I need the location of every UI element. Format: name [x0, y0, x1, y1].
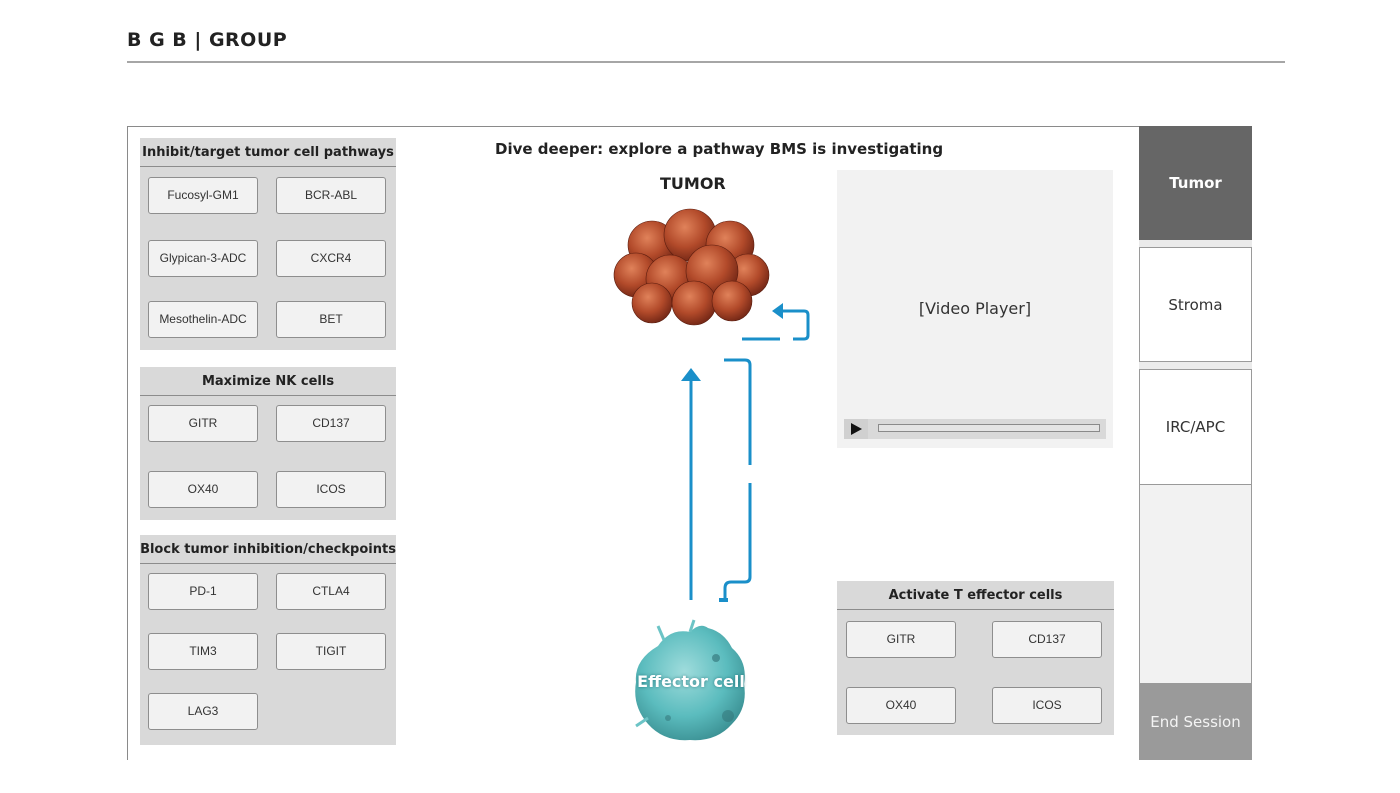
page-heading: Dive deeper: explore a pathway BMS is in… [495, 140, 944, 158]
play-icon[interactable] [844, 419, 868, 439]
end-session-button[interactable]: End Session [1139, 683, 1252, 760]
panel-title: Block tumor inhibition/checkpoints [140, 535, 396, 564]
pathway-button-tim3[interactable]: TIM3 [148, 633, 258, 670]
pathway-button-icos[interactable]: ICOS [992, 687, 1102, 724]
pathway-button-pd-1[interactable]: PD-1 [148, 573, 258, 610]
video-placeholder-label: [Video Player] [918, 299, 1032, 318]
header-divider [127, 61, 1285, 63]
pathway-button-gitr[interactable]: GITR [846, 621, 956, 658]
video-player[interactable]: [Video Player] [837, 170, 1113, 448]
content-frame [127, 126, 1139, 760]
pathway-button-lag3[interactable]: LAG3 [148, 693, 258, 730]
panel-title: Activate T effector cells [837, 581, 1114, 610]
pathway-button-cxcr4[interactable]: CXCR4 [276, 240, 386, 277]
pathway-button-fucosyl-gm1[interactable]: Fucosyl-GM1 [148, 177, 258, 214]
category-sidebar: Tumor Stroma IRC/APC End Session [1139, 126, 1252, 760]
tab-stroma[interactable]: Stroma [1139, 247, 1252, 362]
pathway-button-cd137[interactable]: CD137 [276, 405, 386, 442]
pathway-button-glypican-3-adc[interactable]: Glypican-3-ADC [148, 240, 258, 277]
tab-tumor[interactable]: Tumor [1139, 126, 1252, 240]
tumor-label: TUMOR [660, 174, 726, 193]
tab-label: IRC/APC [1165, 418, 1226, 436]
panel-title: Maximize NK cells [140, 367, 396, 396]
panel-activate-t-effector-cells: Activate T effector cells GITR CD137 OX4… [837, 581, 1114, 735]
pathway-button-gitr[interactable]: GITR [148, 405, 258, 442]
video-controls [844, 419, 1106, 439]
pathway-button-icos[interactable]: ICOS [276, 471, 386, 508]
pathway-button-ox40[interactable]: OX40 [846, 687, 956, 724]
pathway-button-mesothelin-adc[interactable]: Mesothelin-ADC [148, 301, 258, 338]
panel-inhibit-tumor-pathways: Inhibit/target tumor cell pathways Fucos… [140, 138, 396, 350]
pathway-button-tigit[interactable]: TIGIT [276, 633, 386, 670]
tab-label: Tumor [1169, 174, 1222, 192]
brand-logo: B G B | GROUP [127, 29, 288, 51]
sidebar-empty-space [1139, 484, 1252, 683]
pathway-button-ox40[interactable]: OX40 [148, 471, 258, 508]
panel-maximize-nk-cells: Maximize NK cells GITR CD137 OX40 ICOS [140, 367, 396, 520]
tab-label: Stroma [1168, 295, 1223, 314]
effector-cell-image[interactable] [628, 618, 754, 746]
video-seek-bar[interactable] [878, 424, 1100, 432]
effector-cell-label: Effector cell [637, 672, 745, 691]
tab-irc-apc[interactable]: IRC/APC [1139, 369, 1252, 485]
pathway-button-ctla4[interactable]: CTLA4 [276, 573, 386, 610]
pathway-button-bcr-abl[interactable]: BCR-ABL [276, 177, 386, 214]
pathway-button-bet[interactable]: BET [276, 301, 386, 338]
end-session-label: End Session [1150, 712, 1241, 731]
panel-block-checkpoints: Block tumor inhibition/checkpoints PD-1 … [140, 535, 396, 745]
tumor-cell-image[interactable] [612, 205, 770, 327]
pathway-button-cd137[interactable]: CD137 [992, 621, 1102, 658]
panel-title: Inhibit/target tumor cell pathways [140, 138, 396, 167]
